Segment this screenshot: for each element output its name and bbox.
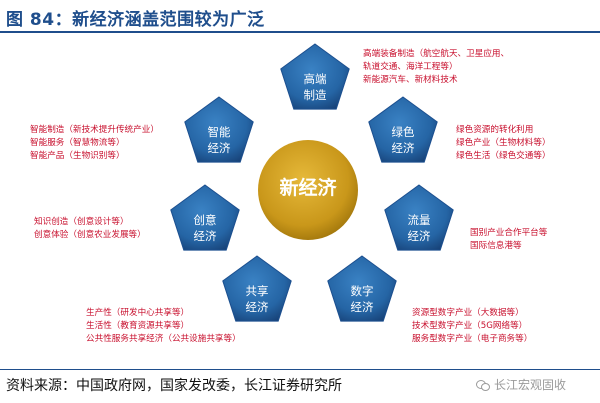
figure-title: 图 84：新经济涵盖范围较为广泛 [6, 10, 265, 30]
annotation-high-end: 高端装备制造（航空航天、卫星应用、轨道交通、海洋工程等）新能源汽车、新材料技术 [363, 49, 510, 85]
annotation-sharing: 生产性（研发中心共享等）生活性（教育资源共享等）公共性服务共享经济（公共设施共享… [86, 308, 241, 344]
node-label-green: 绿色经济 [391, 125, 415, 155]
node-label-sharing: 共享经济 [245, 284, 269, 314]
wechat-icon [476, 379, 490, 391]
pentagon-green [368, 96, 438, 163]
pentagon-smart [184, 96, 254, 163]
watermark: 长江宏观固收 [476, 376, 566, 393]
annotation-traffic: 国别产业合作平台等国际信息港等 [470, 228, 548, 251]
node-label-creative: 创意经济 [193, 213, 217, 243]
pentagon-high-end [280, 43, 350, 110]
pentagon-sharing [222, 255, 292, 322]
annotation-smart: 智能制造（新技术提升传统产业）智能服务（智慧物流等）智能产品（生物识别等） [30, 125, 159, 161]
pentagon-digital [327, 255, 397, 322]
source-note: 资料来源：中国政府网，国家发改委，长江证券研究所 [6, 378, 342, 394]
title-divider [0, 31, 600, 33]
node-label-high-end: 高端制造 [303, 72, 327, 102]
pentagon-traffic [384, 184, 454, 251]
annotation-green: 绿色资源的转化利用绿色产业（生物材料等）绿色生活（绿色交通等） [456, 125, 551, 161]
center-circle [258, 140, 358, 240]
pentagon-creative [170, 184, 240, 251]
node-label-digital: 数字经济 [350, 284, 374, 314]
node-label-traffic: 流量经济 [407, 213, 431, 243]
annotation-creative: 知识创造（创意设计等）创意体验（创意农业发展等） [34, 217, 146, 240]
annotation-digital: 资源型数字产业（大数据等）技术型数字产业（5G网络等）服务型数字产业（电子商务等… [412, 308, 533, 344]
watermark-text: 长江宏观固收 [494, 378, 567, 392]
footer-divider [0, 369, 600, 370]
center-label: 新经济 [279, 177, 337, 199]
node-label-smart: 智能经济 [207, 125, 231, 155]
